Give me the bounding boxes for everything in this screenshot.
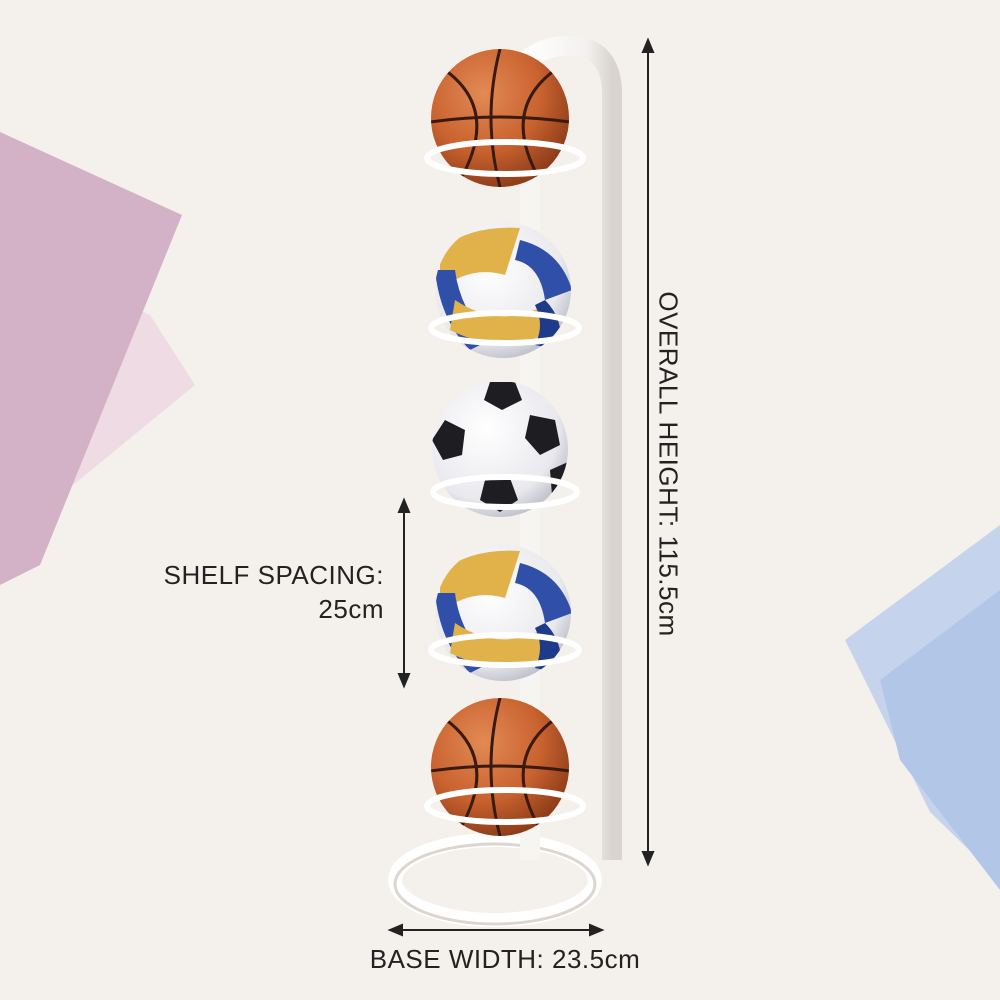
ring-4	[428, 632, 582, 668]
shelf-spacing-arrow	[397, 497, 411, 689]
shelf-spacing-label: SHELF SPACING: 25cm	[60, 558, 384, 626]
base-width-label: BASE WIDTH: 23.5cm	[369, 944, 641, 974]
basketball-bottom	[431, 698, 569, 836]
ring-3	[430, 474, 580, 510]
ring-2	[428, 310, 582, 346]
shelf-spacing-title: SHELF SPACING:	[163, 560, 384, 590]
background-shapes	[0, 132, 1000, 890]
blue-shape	[880, 590, 1000, 890]
rack-front-pole	[518, 35, 622, 860]
volleyball-upper	[435, 222, 571, 358]
base-width-arrow	[387, 923, 605, 937]
basketball-top	[431, 49, 569, 187]
ring-1	[424, 139, 586, 177]
soccer-ball	[432, 381, 568, 517]
volleyball-lower	[435, 545, 571, 681]
overall-height-label: OVERALL HEIGHT: 115.5cm	[648, 272, 688, 656]
overall-height-text: OVERALL HEIGHT: 115.5cm	[653, 291, 684, 637]
ring-5	[424, 787, 586, 825]
rack-base-ring	[388, 833, 602, 927]
pink-shape	[0, 132, 182, 585]
shelf-spacing-value: 25cm	[318, 594, 384, 624]
overall-height-arrow	[641, 37, 655, 867]
